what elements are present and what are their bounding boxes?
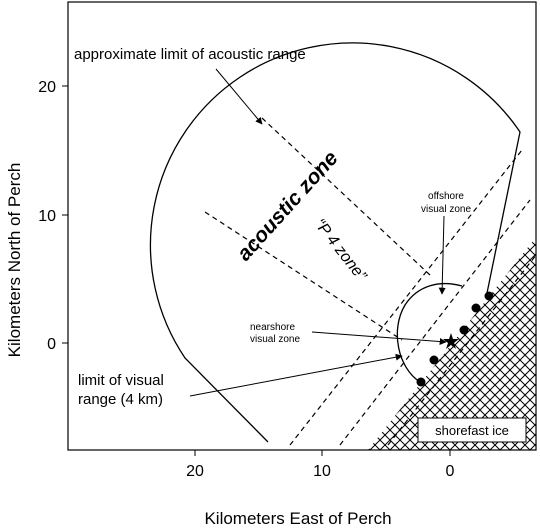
x-tick-label-10: 10 (313, 463, 331, 480)
acoustic-limit-label: approximate limit of acoustic range (74, 46, 306, 63)
y-tick-label-0: 0 (47, 336, 56, 353)
perch-point-star (443, 333, 459, 349)
y-axis-title: Kilometers North of Perch (5, 163, 24, 358)
acoustic-zone-label: acoustic zone (233, 147, 343, 266)
visual-limit-arrow (189, 353, 403, 397)
offshore-visual-zone-line1: offshore (428, 191, 464, 202)
nearshore-visual-zone-arrow (311, 331, 447, 346)
shorefast-ice-label-box (417, 417, 527, 443)
dashed-acoustic-upper (261, 117, 431, 276)
perch-point-3 (459, 325, 469, 335)
x-tick-label-20: 20 (186, 463, 204, 480)
visual-limit-line2: range (4 km) (78, 391, 163, 408)
visual-range-boundary (396, 283, 463, 383)
perch-point-1 (416, 377, 426, 387)
visual-limit-line1: limit of visual (78, 372, 164, 389)
dashed-centerline (339, 199, 531, 446)
acoustic-range-boundary (149, 42, 521, 443)
x-axis-title: Kilometers East of Perch (204, 509, 391, 528)
perch-point-5 (484, 291, 494, 301)
y-axis (62, 85, 68, 344)
offshore-visual-zone-arrow (438, 215, 446, 295)
offshore-visual-zone-line2: visual zone (421, 204, 471, 215)
p4-zone-label: “P 4 zone” (311, 216, 370, 285)
zone-dashed-lines (204, 117, 536, 446)
x-tick-label-0: 0 (446, 463, 455, 480)
x-axis (194, 450, 451, 456)
nearshore-visual-zone-line1: nearshore (250, 322, 295, 333)
nearshore-visual-zone-line2: visual zone (250, 334, 300, 345)
plot-frame (67, 1, 537, 451)
dashed-acoustic-lower (204, 211, 403, 341)
perch-point-4 (471, 303, 481, 313)
perch-points (416, 291, 494, 387)
acoustic-limit-arrow (215, 68, 263, 125)
shorefast-ice-label: shorefast ice (435, 423, 509, 438)
y-tick-label-20: 20 (38, 79, 56, 96)
perch-point-2 (429, 355, 439, 365)
y-tick-label-10: 10 (38, 208, 56, 225)
